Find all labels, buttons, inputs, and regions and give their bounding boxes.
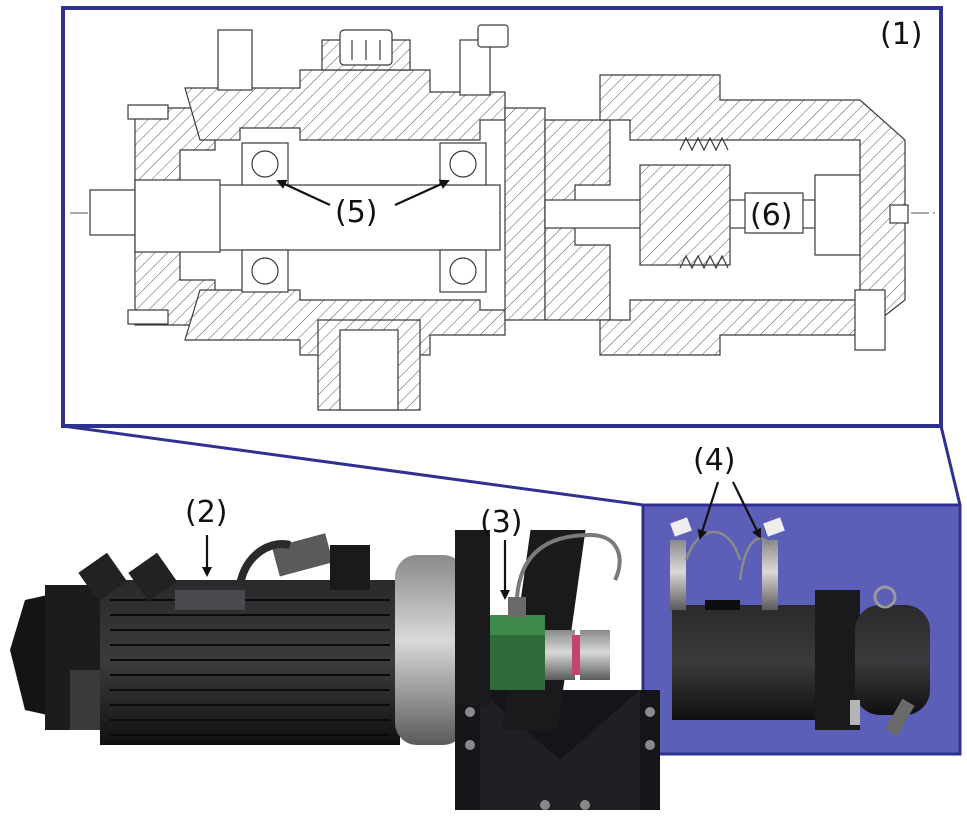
motor-connector-4 — [330, 545, 370, 590]
bracket-bolt — [645, 740, 655, 750]
bracket-bolt — [645, 707, 655, 717]
shaft-stub — [89, 189, 136, 236]
motor-connector-2 — [128, 552, 178, 602]
label-6-box — [744, 192, 804, 234]
motor-side-plate — [70, 670, 100, 730]
bracket-bolt — [540, 800, 550, 810]
motor-front-flange — [395, 555, 465, 745]
v-block — [480, 690, 640, 810]
coupling-left — [545, 630, 575, 680]
bracket-plate-left — [455, 530, 490, 705]
fitting-left — [217, 29, 253, 91]
motor-body — [100, 580, 400, 745]
motor-connector-1 — [78, 552, 128, 602]
spring-top — [679, 136, 729, 152]
arrow-pressure-left — [697, 481, 720, 540]
pressure-sensor-right — [762, 540, 778, 610]
label-3: (3) — [480, 505, 523, 540]
bottom-port-bore — [339, 329, 399, 411]
motor-cable — [236, 540, 291, 586]
label-6: (6) — [750, 198, 793, 233]
label-1: (1) — [880, 17, 923, 52]
bearing-left — [241, 142, 289, 293]
lifting-ring — [873, 585, 897, 609]
cylinder-fitting-1 — [850, 700, 860, 725]
middle-flange — [504, 107, 546, 321]
fitting-right — [459, 39, 491, 96]
torque-sensor-face — [490, 615, 545, 635]
sensor-wire-right — [738, 537, 772, 581]
right-housing — [599, 74, 906, 356]
label-4: (4) — [693, 443, 736, 478]
shaft-inner-left — [134, 179, 221, 253]
sensor-tag-left — [670, 517, 692, 537]
cross-section-panel — [61, 6, 943, 428]
fitting-right-cap — [477, 24, 509, 48]
motor-connector-3 — [272, 533, 333, 577]
arrow-pressure-right — [732, 481, 761, 539]
left-bolt-top — [127, 104, 169, 120]
bearing-right — [439, 142, 487, 293]
coupling-spider — [572, 635, 582, 675]
arrow-bearing-left — [276, 179, 331, 206]
middle-flange-2 — [544, 119, 611, 321]
bracket-bolt — [465, 740, 475, 750]
label-2: (2) — [185, 495, 228, 530]
torque-sensor-connector — [508, 597, 526, 617]
bracket-bolt — [465, 707, 475, 717]
sensor-wire-left — [684, 530, 742, 561]
torque-sensor-cable — [515, 532, 622, 598]
motor-fins — [110, 599, 390, 736]
arrows — [202, 179, 761, 600]
left-bolt-bottom — [127, 309, 169, 325]
motor-nameplate — [175, 590, 245, 610]
spring-bottom — [679, 254, 729, 270]
bracket-bolt — [580, 800, 590, 810]
cylinder-fitting-2 — [884, 698, 915, 737]
right-plug — [889, 204, 909, 224]
cylinder-port-slot — [705, 600, 740, 610]
piston-head — [639, 164, 731, 266]
right-cap — [814, 174, 861, 256]
cylinder-body — [672, 605, 822, 720]
assembly — [10, 517, 930, 810]
coupling-right — [580, 630, 610, 680]
arrow-bearing-right — [394, 179, 450, 207]
callout-connectors — [62, 424, 962, 507]
label-5: (5) — [335, 195, 378, 230]
fitting-bottom-right — [854, 289, 886, 351]
sensor-tag-right — [763, 517, 785, 537]
pressure-sensor-left — [670, 540, 686, 610]
cylinder-head — [855, 605, 930, 715]
